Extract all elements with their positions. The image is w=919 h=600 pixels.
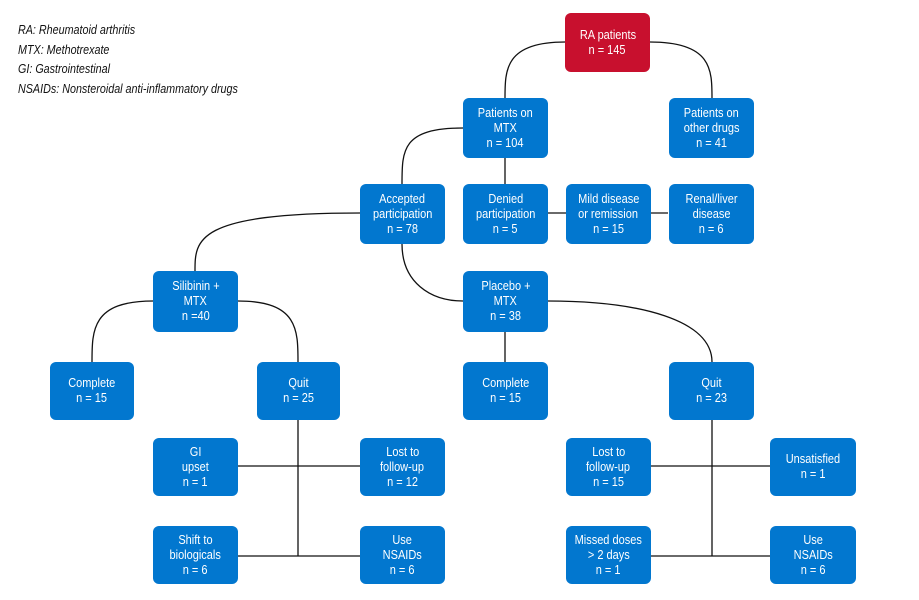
node-missed-doses: Missed doses > 2 days n = 1 xyxy=(566,526,651,584)
node-count: n = 1 xyxy=(596,562,621,577)
legend-nsaids: NSAIDs: Nonsteroidal anti-inflammatory d… xyxy=(18,81,238,96)
edge-silibinin-complete xyxy=(91,300,154,363)
node-count: n = 145 xyxy=(588,42,627,57)
node-label: Quit xyxy=(288,376,309,390)
node-label: Quit xyxy=(701,376,722,390)
node-count: n = 38 xyxy=(490,309,521,323)
node-label: or remission xyxy=(578,206,639,221)
node-count: n = 15 xyxy=(593,221,624,236)
edge-silibinin-quit xyxy=(237,300,299,363)
node-lost-followup-placebo: Lost to follow-up n = 15 xyxy=(566,438,651,496)
node-denied-participation: Denied participation n = 5 xyxy=(463,184,548,244)
node-count: n = 12 xyxy=(387,474,418,489)
node-label: NSAIDs xyxy=(793,547,833,562)
edge-root-other xyxy=(649,41,713,99)
node-count: n = 6 xyxy=(800,562,826,577)
node-ra-patients: RA patients n = 145 xyxy=(565,13,650,72)
node-quit-placebo: Quit n = 23 xyxy=(669,362,754,420)
node-label: Use xyxy=(392,532,413,547)
node-silibinin-mtx: Silibinin + MTX n =40 xyxy=(153,271,238,332)
node-unsatisfied: Unsatisfied n = 1 xyxy=(770,438,856,496)
edge-root-mtx xyxy=(504,41,566,99)
node-renal-liver: Renal/liver disease n = 6 xyxy=(669,184,754,244)
node-label: biologicals xyxy=(169,547,222,562)
node-use-nsaids-silibinin: Use NSAIDs n = 6 xyxy=(360,526,445,584)
node-count: n = 6 xyxy=(390,562,415,577)
node-label: Denied xyxy=(488,191,523,206)
node-label: Lost to xyxy=(385,444,420,459)
edge-accepted-silibinin xyxy=(194,212,361,272)
node-label: disease xyxy=(692,206,731,221)
node-label: participation xyxy=(475,206,536,221)
node-patients-on-mtx: Patients on MTX n = 104 xyxy=(463,98,548,158)
edge-mtx-accepted xyxy=(401,127,464,185)
node-label: other drugs xyxy=(683,120,740,135)
node-count: n = 41 xyxy=(696,135,727,150)
node-label: Use xyxy=(803,532,823,547)
node-count: n = 1 xyxy=(183,474,208,489)
node-shift-biologicals: Shift to biologicals n = 6 xyxy=(153,526,238,584)
legend-gi: GI: Gastrointestinal xyxy=(18,62,111,76)
node-label: MTX xyxy=(493,294,518,308)
node-label: RA patients xyxy=(579,27,636,42)
node-mild-disease: Mild disease or remission n = 15 xyxy=(566,184,651,244)
node-label: Complete xyxy=(68,376,116,390)
node-complete-silibinin: Complete n = 15 xyxy=(50,362,134,420)
node-label: Patients on xyxy=(477,105,534,120)
node-label: Lost to xyxy=(591,444,626,459)
node-label: follow-up xyxy=(380,459,425,474)
node-patients-other-drugs: Patients on other drugs n = 41 xyxy=(669,98,754,158)
edge-placebo-quit xyxy=(547,300,713,363)
node-count: n = 25 xyxy=(283,391,314,405)
node-label: follow-up xyxy=(586,459,631,474)
node-count: n = 15 xyxy=(76,391,108,405)
node-count: n = 78 xyxy=(387,221,418,236)
node-gi-upset: GI upset n = 1 xyxy=(153,438,238,496)
node-count: n = 15 xyxy=(490,391,521,405)
node-label: Shift to xyxy=(178,532,213,547)
node-label: Placebo + xyxy=(480,279,531,293)
node-use-nsaids-placebo: Use NSAIDs n = 6 xyxy=(770,526,856,584)
node-label: Complete xyxy=(481,376,530,390)
node-label: participation xyxy=(372,206,433,221)
node-count: n = 6 xyxy=(699,221,724,236)
node-count: n = 6 xyxy=(183,562,208,577)
node-label: Accepted xyxy=(379,191,426,206)
node-label: MTX xyxy=(493,120,518,135)
node-label: NSAIDs xyxy=(382,547,423,562)
node-label: Missed doses xyxy=(574,532,643,547)
node-label: upset xyxy=(182,459,209,474)
node-quit-silibinin: Quit n = 25 xyxy=(257,362,340,420)
node-label: > 2 days xyxy=(587,547,630,562)
node-count: n = 5 xyxy=(493,221,518,236)
node-label: Silibinin + xyxy=(171,279,220,293)
node-label: Mild disease xyxy=(577,191,640,206)
node-count: n = 1 xyxy=(800,467,826,481)
node-label: Patients on xyxy=(683,105,740,120)
node-complete-placebo: Complete n = 15 xyxy=(463,362,548,420)
node-count: n = 104 xyxy=(486,135,525,150)
node-label: MTX xyxy=(183,294,208,308)
node-count: n = 15 xyxy=(593,474,624,489)
node-label: Renal/liver xyxy=(685,191,738,206)
node-label: GI xyxy=(189,444,202,459)
legend-mtx: MTX: Methotrexate xyxy=(18,42,110,57)
edge-accepted-placebo xyxy=(401,243,464,302)
node-label: Unsatisfied xyxy=(785,452,841,466)
node-lost-followup-silibinin: Lost to follow-up n = 12 xyxy=(360,438,445,496)
node-placebo-mtx: Placebo + MTX n = 38 xyxy=(463,271,548,332)
node-accepted-participation: Accepted participation n = 78 xyxy=(360,184,445,244)
node-count: n =40 xyxy=(181,309,210,323)
legend-ra: RA: Rheumatoid arthritis xyxy=(18,23,136,37)
node-count: n = 23 xyxy=(696,391,727,405)
abbreviation-legend: RA: Rheumatoid arthritis MTX: Methotrexa… xyxy=(18,21,242,99)
